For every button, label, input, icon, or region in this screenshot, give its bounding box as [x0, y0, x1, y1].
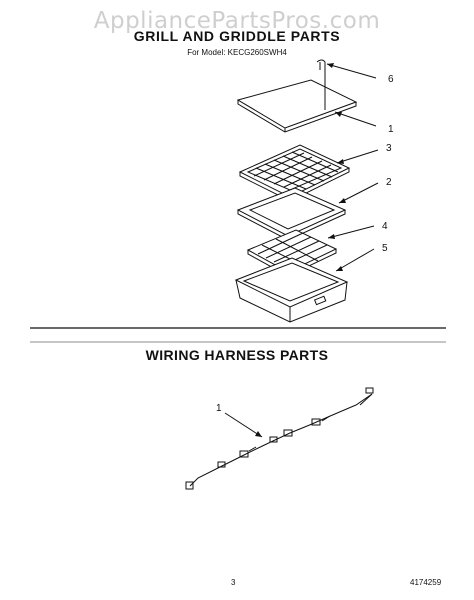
document-number: 4174259: [410, 578, 442, 587]
wiring-section-title: WIRING HARNESS PARTS: [145, 347, 329, 363]
callout-6: 6: [388, 74, 394, 85]
wire-clip: [316, 59, 326, 110]
watermark: AppliancePartsPros.com: [93, 8, 381, 34]
model-number-label: For Model: KECG260SWH4: [187, 48, 287, 57]
grill-section-title: GRILL AND GRIDDLE PARTS: [133, 28, 341, 44]
wiring-callout-1: 1: [216, 403, 222, 414]
callout-1: 1: [388, 124, 394, 135]
callout-4: 4: [382, 221, 388, 232]
griddle-cover-plate: [236, 79, 358, 133]
drip-pan: [234, 257, 349, 323]
callout-3: 3: [386, 143, 392, 154]
callout-5: 5: [382, 243, 388, 254]
lower-grate: [246, 229, 338, 277]
wiring-harness: [185, 387, 374, 490]
grill-grate: [238, 144, 351, 202]
page-number: 3: [231, 578, 236, 587]
callout-2: 2: [386, 177, 392, 188]
